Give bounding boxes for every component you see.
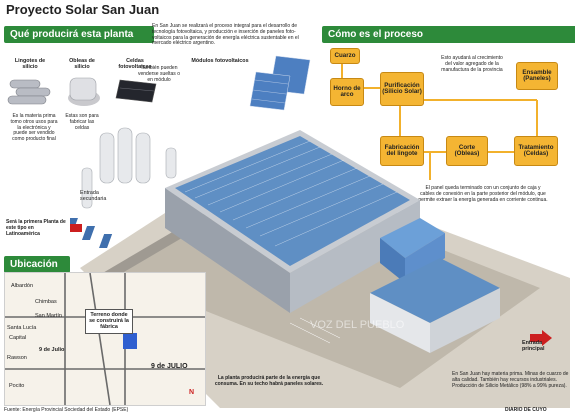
map-roads [5, 272, 205, 406]
first-plant-note: Será la primera Planta de este tipo en L… [6, 219, 66, 237]
product-obleas-desc: Estas son para fabricar las celdas [65, 113, 99, 131]
footer-source: Fuente: Energía Provincial Sociedad del … [4, 407, 129, 413]
footer-credit: DIARIO DE CUYO [505, 407, 547, 413]
raw-material-note: En San Juan hay materia prima. Minas de … [452, 371, 569, 389]
map-place-7: Pocito [9, 383, 25, 389]
intro-text: En San Juan se realizará el proceso inte… [152, 23, 299, 47]
location-map: Albardón Chimbas Santa Lucía San Martín … [4, 272, 206, 406]
ingots-image [7, 79, 51, 105]
process-note: Esto ayudará al crecimiento del valor ag… [441, 55, 503, 73]
product-modulos-label: Módulos fotovoltaicos [191, 58, 249, 64]
roof-note: La planta producirá parte de la energía … [214, 375, 324, 387]
map-place-1: Albardón [11, 283, 34, 289]
page-title: Proyecto Solar San Juan [6, 2, 160, 17]
svg-text:VOZ DEL PUEBLO: VOZ DEL PUEBLO [310, 319, 405, 331]
product-lingotes-label: Lingotes de silicio [14, 58, 46, 71]
step-fabricacion: Fabricación del lingote [380, 136, 424, 166]
step-corte: Corte (Obleas) [446, 136, 488, 166]
cell-image [115, 79, 157, 103]
step-tratamiento: Tratamiento (Celdas) [514, 136, 558, 166]
product-celdas-label: Celdas fotovoltaicas [118, 58, 152, 71]
map-callout: Terreno donde se construirá la fábrica [85, 309, 133, 334]
product-celdas-desc: También pueden venderse sueltas o en mód… [138, 65, 180, 83]
map-place-2: Chimbas [35, 299, 57, 305]
wafers-image [68, 77, 100, 106]
step-horno: Horno de arco [330, 78, 364, 106]
map-north: N [189, 389, 195, 396]
section-process-title: Cómo es el proceso [322, 26, 575, 43]
step-cuarzo: Cuarzo [330, 48, 360, 64]
product-lingotes-desc: Es la materia prima tomo otros usos para… [10, 113, 58, 142]
section-plant-title: Qué producirá esta planta [4, 26, 154, 43]
modules-image [249, 55, 311, 111]
step-ensamble: Ensamble (Paneles) [516, 62, 558, 90]
map-label-9dejulio: 9 de JULIO [151, 363, 188, 370]
secondary-entrance-label: Entrada secundaria [80, 190, 107, 203]
map-place-4: San Martín [35, 313, 62, 319]
map-place-8: 9 de Julio [39, 347, 65, 353]
map-place-5: Capital [9, 335, 27, 341]
section-location-title: Ubicación [4, 256, 70, 273]
main-entrance-label: Entrada principal [522, 340, 545, 353]
product-obleas-label: Obleas de silicio [69, 58, 95, 71]
process-final-note: El panel queda terminado con un conjunto… [418, 185, 548, 203]
map-place-6: Rawson [7, 355, 27, 361]
map-place-3: Santa Lucía [7, 325, 37, 331]
step-purificacion: Purificación (Silicio Solar) [380, 72, 424, 106]
